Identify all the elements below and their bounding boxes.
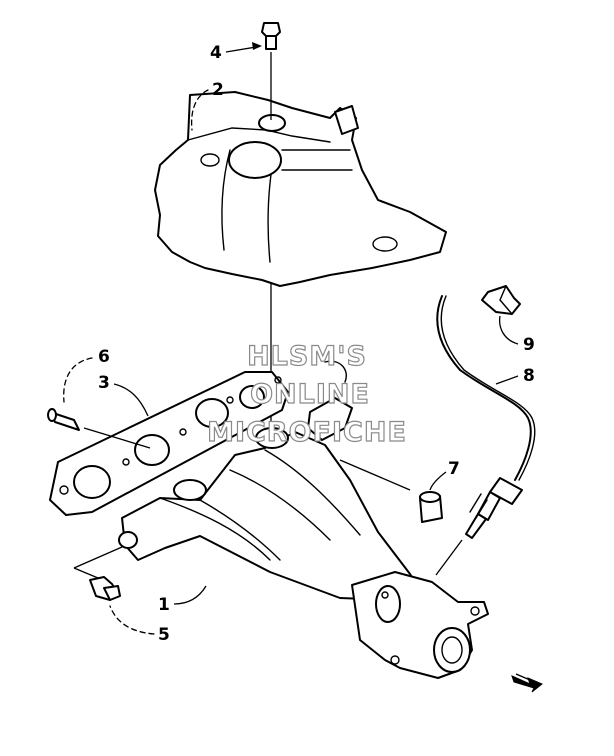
watermark-line-1: HLSM'S — [247, 341, 367, 372]
callout-7: 7 — [429, 459, 460, 491]
oxygen-sensor — [436, 295, 536, 539]
callout-label: 1 — [158, 595, 170, 615]
callout-label: 4 — [210, 43, 222, 63]
callout-label: 6 — [98, 347, 110, 367]
callout-label: 2 — [212, 80, 224, 100]
callout-label: 8 — [523, 366, 535, 386]
callout-1: 1 — [158, 585, 207, 615]
collector-end — [351, 571, 489, 679]
callout-label: 3 — [98, 373, 110, 393]
bolt-5-line-b — [73, 567, 99, 579]
arrow-right-icon — [511, 673, 543, 693]
callout-label: 9 — [523, 335, 535, 355]
callout-5: 5 — [109, 605, 170, 645]
callout-3: 3 — [98, 373, 149, 417]
sensor-alignment-line — [435, 539, 463, 576]
callout-9: 9 — [498, 315, 535, 355]
callout-8: 8 — [495, 366, 535, 386]
callout-label: 7 — [448, 459, 460, 479]
bushing-part-7 — [419, 491, 443, 523]
callout-4: 4 — [210, 42, 262, 63]
bolt-5-line-a — [73, 546, 123, 569]
bushing-alignment-line — [339, 459, 411, 491]
callout-label: 5 — [158, 625, 170, 645]
bolt-part-5 — [89, 576, 121, 601]
watermark-line-3: MICROFICHE — [207, 417, 407, 448]
exhaust-manifold — [118, 360, 421, 601]
callout-2: 2 — [190, 80, 224, 131]
clip-part-9 — [481, 285, 521, 315]
callout-6: 6 — [63, 347, 110, 403]
bolt-part-4 — [261, 22, 281, 50]
watermark-line-2: ONLINE — [250, 379, 370, 410]
gasket — [49, 371, 289, 516]
watermark: HLSM'S ONLINE MICROFICHE — [206, 340, 407, 448]
stud-alignment-line — [83, 427, 151, 449]
heat-shield — [154, 91, 447, 287]
stud-part-6 — [47, 408, 80, 431]
